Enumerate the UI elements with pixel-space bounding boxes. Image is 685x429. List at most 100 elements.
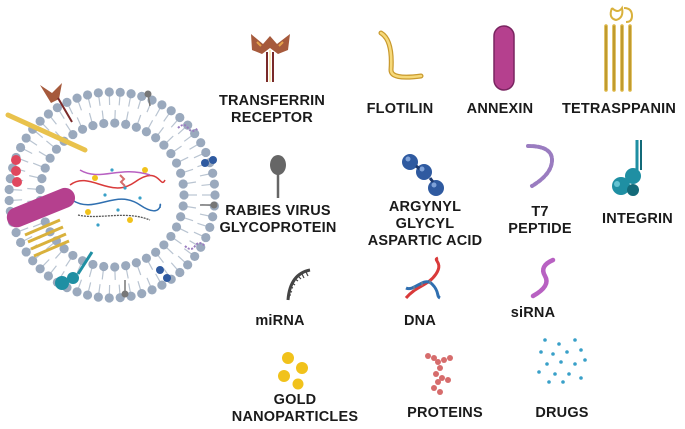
lipid-head <box>208 168 218 178</box>
lipid-head <box>126 89 136 99</box>
lipid-head <box>141 253 151 263</box>
lipid-head <box>131 122 141 132</box>
lipid-head <box>178 179 188 189</box>
lipid-head <box>68 129 78 140</box>
lipid-head <box>183 260 193 270</box>
lipid-head <box>43 109 53 119</box>
label-line: NANOPARTICLES <box>231 409 359 425</box>
label-line: PROTEINS <box>407 405 483 421</box>
lipid-head <box>166 231 176 242</box>
lipid-head <box>28 256 38 266</box>
lipid-head <box>21 247 31 257</box>
lipid-head <box>82 90 93 100</box>
lipid-head <box>110 262 120 272</box>
lipid-head <box>110 118 120 128</box>
lipid-head <box>201 232 211 243</box>
label-line: TETRASPPANIN <box>561 101 677 117</box>
label-line: DRUGS <box>535 405 589 421</box>
lipid-head <box>99 261 109 272</box>
lipid-head <box>52 103 62 113</box>
rgd-peptide-icon <box>402 154 444 196</box>
lipid-head <box>68 250 78 261</box>
lipid-head <box>16 237 26 248</box>
lipid-head <box>196 138 206 148</box>
lipid-bilayer <box>4 87 220 303</box>
lipid-head <box>157 100 167 110</box>
label-line: GLYCOPROTEIN <box>219 220 337 236</box>
label-line: RECEPTOR <box>231 110 313 126</box>
lipid-head <box>137 289 147 299</box>
label-line: miRNA <box>255 313 305 329</box>
lipid-head <box>104 87 114 97</box>
lipid-head <box>72 287 82 297</box>
label-line: DNA <box>403 313 436 329</box>
lipid-head <box>131 258 141 268</box>
label-line: siRNA <box>510 305 556 321</box>
cargo-center <box>52 135 172 255</box>
lipid-head <box>121 119 131 129</box>
label-mirna: miRNA <box>240 313 320 330</box>
lipid-head <box>21 133 31 143</box>
lipid-head <box>171 158 182 168</box>
lipid-head <box>51 144 62 154</box>
lipid-head <box>171 222 182 232</box>
lipid-head <box>176 168 186 178</box>
lipid-head <box>88 120 98 131</box>
annexin-icon <box>493 25 515 91</box>
lipid-head <box>147 285 157 295</box>
lipid-head <box>121 261 131 271</box>
label-line: GLYCYL <box>395 216 455 232</box>
label-line: ANNEXIN <box>466 101 534 117</box>
label-line: TRANSFERRIN <box>218 93 326 109</box>
lipid-head <box>210 190 220 200</box>
lipid-head <box>183 120 193 130</box>
lipid-head <box>35 264 45 274</box>
lipid-head <box>99 118 109 129</box>
lipid-head <box>141 127 151 137</box>
lipid-head <box>115 87 125 97</box>
lipid-head <box>77 124 88 134</box>
dna-icon <box>404 256 441 300</box>
label-transferrin-receptor: TRANSFERRIN RECEPTOR <box>212 93 332 127</box>
lipid-head <box>190 251 200 262</box>
lipid-head <box>72 93 82 103</box>
lipid-head <box>104 293 114 303</box>
lipid-head <box>179 190 189 200</box>
label-line: GOLD <box>273 392 317 408</box>
lipid-head <box>137 91 147 101</box>
lipid-head <box>35 184 45 195</box>
lipid-head <box>126 291 136 301</box>
label-line: INTEGRIN <box>602 211 673 227</box>
sirna-icon <box>530 257 556 299</box>
tetraspanin-icon <box>604 5 634 92</box>
label-annexin: ANNEXIN <box>455 101 545 118</box>
proteins-icon <box>425 353 453 395</box>
lipid-head <box>37 173 47 184</box>
lipid-head <box>62 97 72 107</box>
exosome-vesicle-illustration <box>4 83 220 303</box>
lipid-head <box>157 280 167 290</box>
gold-nanoparticles-icon <box>278 352 308 390</box>
label-line: ARGYNYL <box>388 199 462 215</box>
label-line: RABIES VIRUS <box>225 203 331 219</box>
label-proteins: PROTEINS <box>395 405 495 422</box>
lipid-head <box>176 212 186 222</box>
mirna-icon <box>286 268 311 301</box>
label-drugs: DRUGS <box>522 405 602 422</box>
transferrin-receptor-icon <box>251 34 290 82</box>
label-rgd: ARGYNYL GLYCYL ASPARTIC ACID <box>355 199 495 250</box>
lipid-head <box>159 140 169 150</box>
lipid-head <box>166 106 176 116</box>
label-rabies-glycoprotein: RABIES VIRUS GLYCOPROTEIN <box>218 203 338 237</box>
lipid-head <box>178 201 188 211</box>
label-line: T7 <box>531 204 549 220</box>
lipid-head <box>4 195 14 206</box>
integrin-icon <box>612 140 642 196</box>
label-gold-nanoparticles: GOLD NANOPARTICLES <box>225 392 365 426</box>
rabies-glycoprotein-icon <box>270 155 286 198</box>
label-tetraspanin: TETRASPPANIN <box>555 101 683 118</box>
lipid-head <box>190 128 200 139</box>
flotilin-icon <box>378 30 424 80</box>
lipid-head <box>16 142 26 153</box>
lipid-head <box>45 153 55 163</box>
